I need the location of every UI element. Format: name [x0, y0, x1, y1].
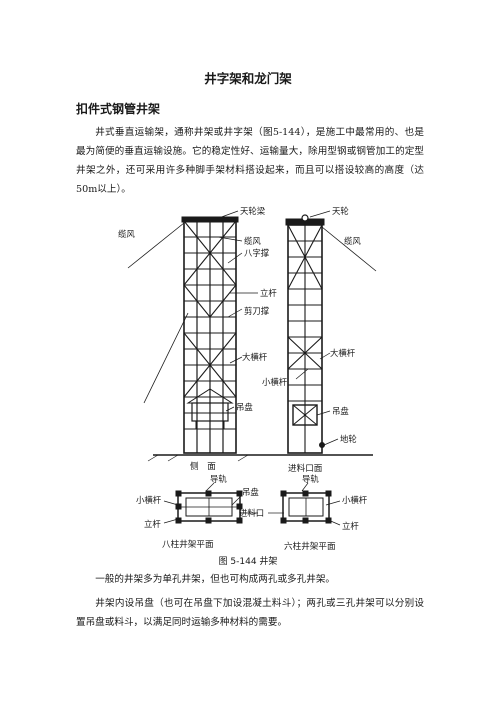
label-dahenggan-right: 大横杆: [330, 348, 356, 358]
eight-column-plan: [175, 490, 243, 524]
paragraph-hoist-cage: 井架内设吊盘（也可在吊盘下加设混凝土料斗）；两孔或三孔井架可以分别设置吊盘或料斗…: [76, 598, 424, 628]
label-jinliaokou: 进料口: [239, 508, 264, 518]
label-diaopan-plan: 吊盘: [242, 487, 259, 497]
label-dilun: 地轮: [340, 434, 357, 444]
label-lanfeng-left: 缆风: [118, 229, 135, 239]
label-tianlunliang: 天轮梁: [240, 206, 266, 216]
label-ligan-plan-right: 立杆: [342, 521, 359, 531]
label-diaopan-right: 吊盘: [332, 406, 349, 416]
section-heading: 扣件式钢管井架: [76, 102, 161, 116]
label-xiaohenggan-plan-right: 小横杆: [342, 495, 368, 505]
label-jiandaocheng: 剪刀撑: [244, 306, 270, 316]
label-xiaohenggan-plan-left: 小横杆: [136, 495, 162, 505]
paragraph-single-bay: 一般的井架多为单孔井架，但也可构成两孔或多孔井架。: [95, 574, 336, 585]
label-xiaohenggan-mid: 小横杆: [262, 377, 288, 387]
label-ligan-plan-left: 立杆: [144, 519, 161, 529]
six-column-plan: [280, 490, 332, 524]
label-liuzhu-plan: 六柱井架平面: [284, 540, 336, 552]
figure-caption: 图 5-144 井架: [218, 557, 278, 567]
label-jinliaokoumian: 进料口面: [288, 462, 323, 474]
entrance-view-tower: [285, 214, 377, 454]
label-ligan: 立杆: [260, 288, 277, 298]
label-bazhu-plan: 八柱井架平面: [162, 538, 214, 550]
paragraph-intro: 井式垂直运输架，通称井架或井字架（图5-144），是施工中最常用的、也是最为简便…: [76, 127, 424, 195]
label-daogui-right: 导轨: [302, 474, 319, 484]
page-title: 井字架和龙门架: [204, 71, 292, 86]
label-diaopan-left: 吊盘: [236, 402, 253, 412]
label-tianlun: 天轮: [332, 206, 349, 216]
label-dahenggan-left: 大横杆: [242, 352, 268, 362]
label-daogui-left: 导轨: [210, 474, 227, 484]
side-view-tower: [127, 216, 239, 454]
label-bazicheng: 八字撑: [244, 248, 270, 258]
label-cemian: 侧 面: [190, 460, 216, 472]
label-lanfeng-right: 缆风: [344, 236, 361, 246]
derrick-figure: 天轮梁 天轮 缆风 缆风 缆风 八字撑 立杆 剪刀撑 大横杆 大横杆 小横杆 吊…: [118, 206, 377, 552]
label-lanfeng-mid: 缆风: [244, 236, 261, 246]
